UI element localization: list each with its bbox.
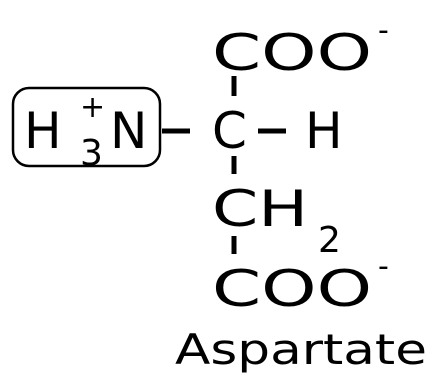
amino-subscript-label: 3 [80, 133, 103, 174]
bottom-carboxylate-charge: - [378, 249, 389, 284]
side-chain-subscript: 2 [318, 220, 341, 261]
amino-charge-label: + [80, 90, 105, 125]
side-chain-label: CH [212, 180, 308, 238]
amino-hydrogen-label: H [24, 102, 62, 160]
amino-group: H + 3 N [11, 86, 162, 174]
molecule-name: Aspartate [175, 325, 427, 374]
amino-group-highlight-box [11, 86, 162, 168]
top-carboxylate-label: COO [212, 24, 372, 82]
top-carboxylate-charge: - [378, 13, 389, 48]
alpha-hydrogen-label: H [305, 102, 343, 160]
top-carboxylate-group: COO - [212, 13, 389, 82]
bottom-carboxylate-label: COO [212, 260, 372, 318]
side-chain-group: CH 2 [212, 180, 341, 261]
amino-nitrogen-label: N [110, 102, 147, 160]
bottom-carboxylate-group: COO - [212, 249, 389, 318]
alpha-carbon-label: C [212, 102, 247, 160]
